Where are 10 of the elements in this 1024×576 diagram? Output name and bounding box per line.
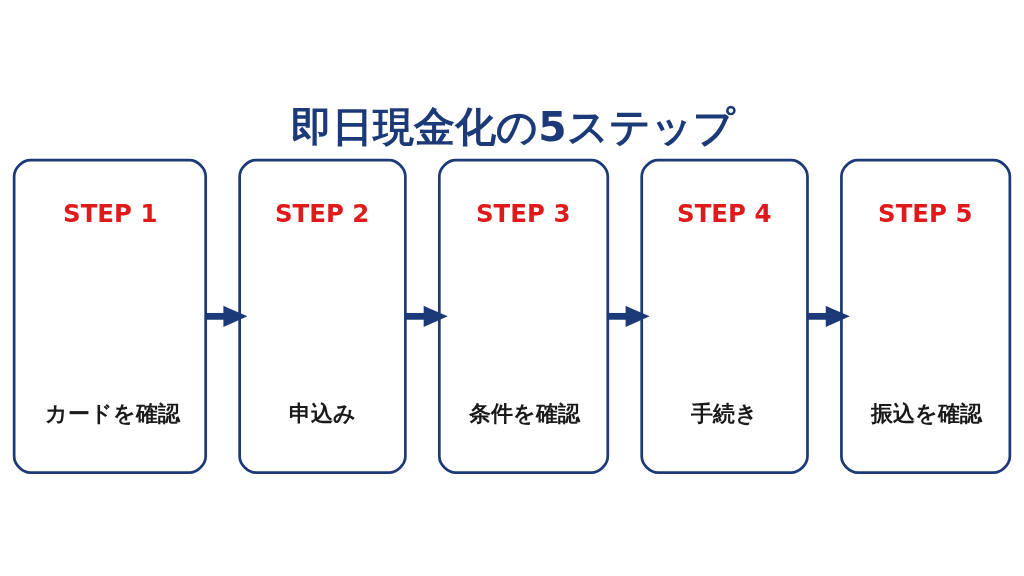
arrow [807,305,850,327]
node-box: STEP 4 手続き [640,158,809,474]
node-box: STEP 1 カードを確認 [12,158,208,474]
arrow [405,305,448,327]
arrow [607,305,650,327]
node-box: STEP 5 振込を確認 [840,158,1012,474]
node-box: STEP 3 条件を確認 [437,158,610,474]
diagram-title: 即日現金化の5ステップ [291,102,735,151]
node-box: STEP 2 申込み [238,158,407,474]
arrow [205,305,248,327]
